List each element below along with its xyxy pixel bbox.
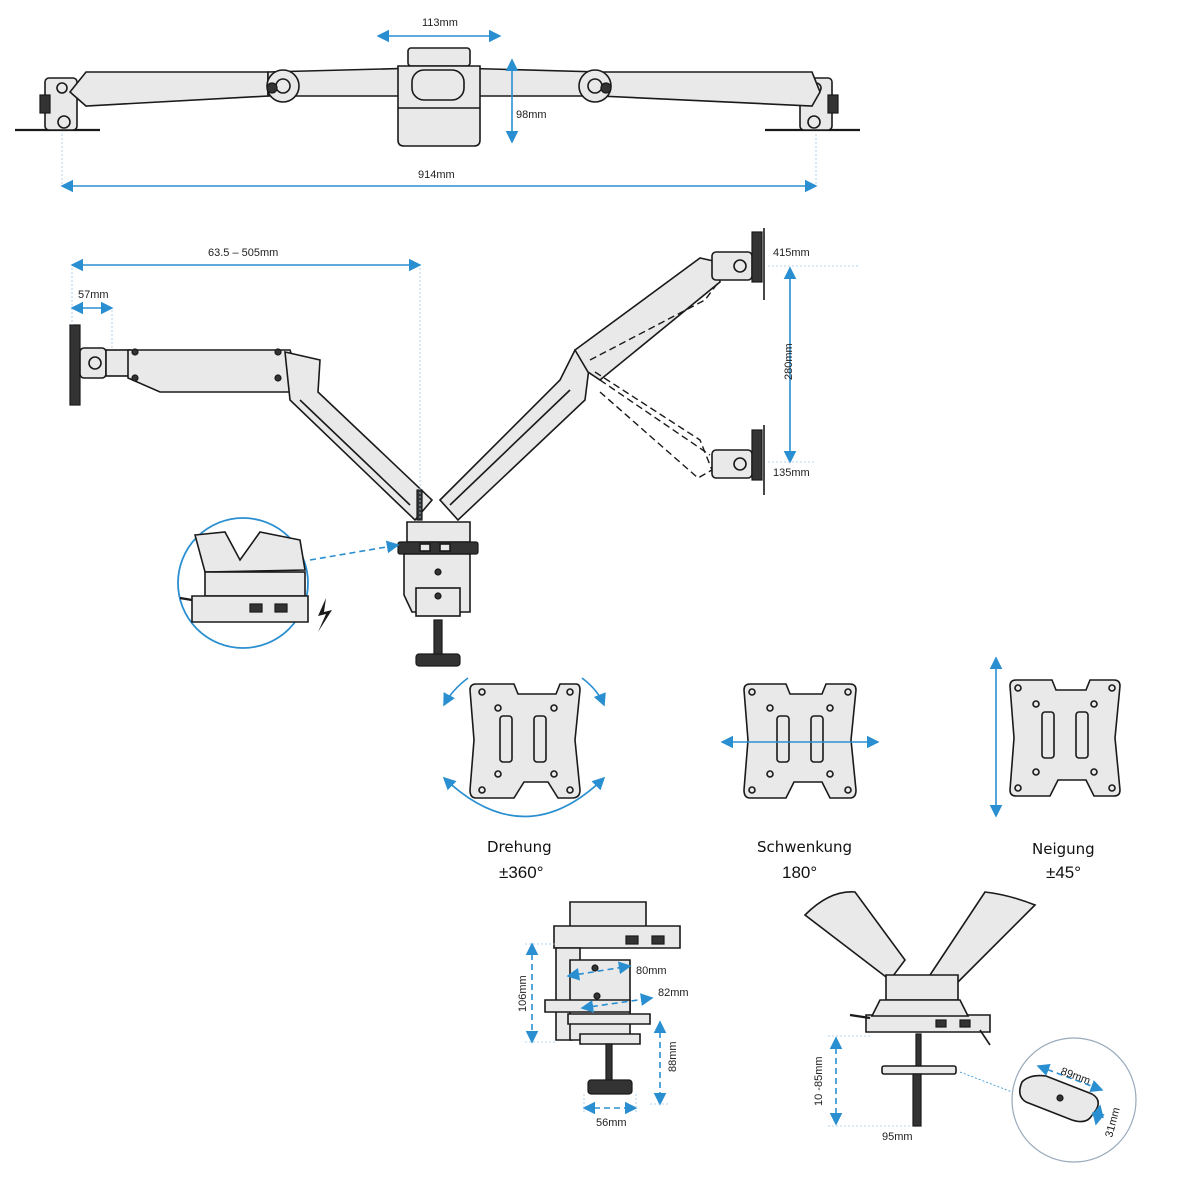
- right-vesa-head-bottom: [711, 425, 765, 495]
- grommet-detail: 10 -85mm 95mm 89mm 31mm: [803, 891, 1137, 1163]
- dim-top-height: 98mm: [516, 109, 547, 121]
- motion-rotation: Drehung ±360°: [442, 677, 606, 882]
- dim-clamp-height: 106mm: [517, 975, 529, 1012]
- top-view: 113mm 98mm 914mm: [15, 17, 860, 193]
- clamp-detail: 106mm 80mm 82mm 88mm 56mm: [517, 901, 689, 1129]
- dim-height-range: 280mm: [783, 343, 795, 380]
- top-right-mount: [799, 77, 839, 131]
- right-vesa-head-top: [711, 228, 765, 300]
- dim-clamp-base: 56mm: [596, 1117, 627, 1129]
- motion-value-swivel: 180°: [782, 863, 817, 882]
- motion-value-rotation: ±360°: [499, 863, 544, 882]
- top-center-column: [397, 47, 481, 147]
- dim-grommet-width: 95mm: [882, 1131, 913, 1143]
- top-left-mount: [39, 77, 78, 131]
- motion-label-rotation: Drehung: [487, 838, 552, 856]
- side-column-clamp: [397, 489, 479, 667]
- left-vesa-head: [69, 324, 131, 406]
- dim-plate-depth: 57mm: [78, 289, 109, 301]
- dim-clamp-depth: 88mm: [667, 1041, 679, 1072]
- dim-height-top: 415mm: [773, 247, 810, 259]
- motion-tilt: Neigung ±45°: [989, 656, 1121, 882]
- dim-top-width: 113mm: [422, 17, 458, 29]
- motion-label-swivel: Schwenkung: [757, 838, 852, 856]
- dim-grommet-thickness: 10 -85mm: [813, 1056, 825, 1106]
- dim-total-span: 914mm: [418, 169, 455, 181]
- motion-value-tilt: ±45°: [1046, 863, 1081, 882]
- dim-clamp-width-mid: 82mm: [658, 987, 689, 999]
- motion-swivel: Schwenkung 180°: [720, 683, 880, 882]
- dim-clamp-width-top: 80mm: [636, 965, 667, 977]
- lightning-icon: [318, 598, 332, 632]
- side-view: 63.5 – 505mm 57mm 415mm 280mm 135mm: [69, 228, 860, 667]
- usb-detail-bubble: [177, 517, 309, 649]
- motion-label-tilt: Neigung: [1032, 840, 1095, 858]
- dim-reach: 63.5 – 505mm: [208, 247, 278, 259]
- dim-height-bottom: 135mm: [773, 467, 810, 479]
